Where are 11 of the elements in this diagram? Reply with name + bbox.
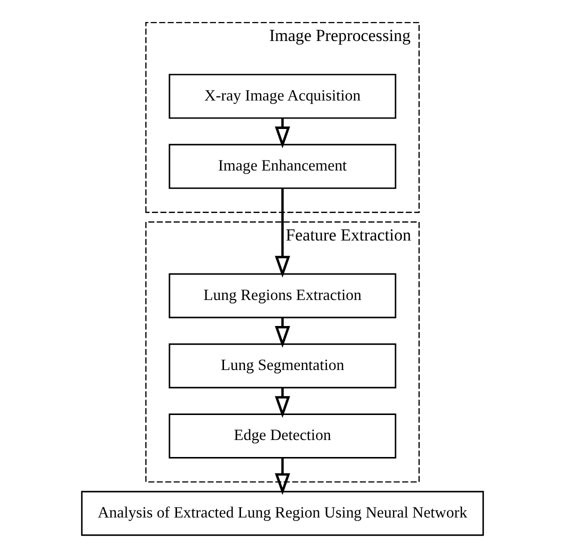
arrow: [274, 318, 290, 348]
arrow: [274, 388, 290, 418]
node-box: Lung Regions Extraction: [168, 273, 396, 318]
arrow: [274, 118, 290, 148]
node-box: Lung Segmentation: [168, 343, 396, 388]
node-box: X-ray Image Acquisition: [168, 74, 396, 119]
node-box: Analysis of Extracted Lung Region Using Neural Network: [81, 490, 484, 536]
arrow: [274, 188, 290, 278]
node-box: Edge Detection: [168, 414, 396, 458]
node-box: Image Enhancement: [168, 144, 396, 189]
arrow: [274, 458, 290, 496]
